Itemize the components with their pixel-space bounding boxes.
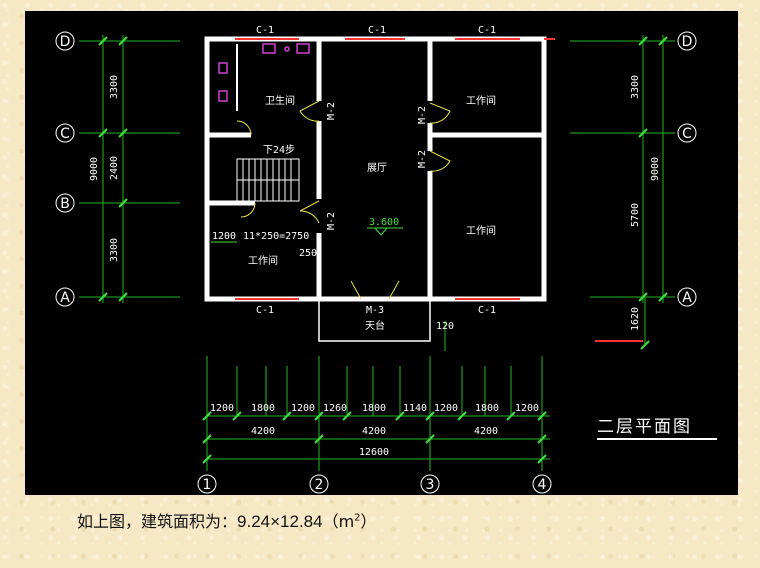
axis-lines	[79, 35, 675, 471]
bottom-dim: 1800	[251, 403, 275, 414]
bottom-dim: 1200	[515, 403, 539, 414]
axis-label-2: 2	[315, 477, 324, 493]
stair-dim-left: 1200	[212, 231, 236, 242]
axis-label-c-left: C	[60, 126, 70, 142]
room-label-hall: 展厅	[367, 162, 387, 174]
axis-label-a-right: A	[682, 290, 692, 306]
bottom-dim-bay: 4200	[251, 426, 275, 437]
right-dim-2: 5700	[630, 203, 641, 227]
doors	[236, 100, 451, 300]
bottom-dim-total: 12600	[359, 447, 389, 458]
bottom-dim: 1260	[323, 403, 347, 414]
caption-unit-close: ）	[360, 512, 377, 531]
room-label-bathroom: 卫生间	[265, 94, 295, 107]
room-label-office-se: 工作间	[466, 224, 496, 237]
axis-label-a-left: A	[60, 290, 70, 306]
axis-label-d-left: D	[60, 34, 71, 50]
room-label-terrace: 天台	[365, 319, 385, 332]
axis-label-d-right: D	[682, 34, 693, 50]
window-label: C-1	[256, 305, 274, 316]
left-dim-1: 3300	[109, 75, 120, 99]
right-dim-total: 9000	[650, 157, 661, 181]
right-dim-extra: 1620	[630, 307, 641, 331]
stair-spec: 11*250=2750	[243, 231, 309, 242]
bottom-dim-bay: 4200	[474, 426, 498, 437]
terrace-rail	[318, 299, 431, 342]
caption-unit-sup: 2	[354, 512, 361, 524]
axis-label-3: 3	[426, 477, 435, 493]
terrace-dim: 120	[436, 321, 454, 332]
stair-note: 下24步	[263, 144, 295, 156]
window-label: C-1	[368, 25, 386, 36]
axis-label-b-left: B	[60, 196, 70, 212]
elevation-marker	[367, 227, 403, 236]
stair-dim-right: 250	[299, 248, 317, 259]
drawing-title: 二层平面图	[597, 417, 692, 437]
bottom-dim: 1200	[291, 403, 315, 414]
bottom-dim: 1200	[210, 403, 234, 414]
floor-plan-drawing: D C B A D C A 1 2 3 4	[25, 11, 738, 495]
caption-value: 9.24×12.84	[237, 512, 323, 531]
bottom-dim: 1200	[434, 403, 458, 414]
axis-bubbles	[55, 31, 697, 494]
right-dim-1: 3300	[630, 75, 641, 99]
axis-label-4: 4	[538, 477, 547, 493]
door-label: M-3	[366, 305, 384, 316]
room-label-office-ne: 工作间	[466, 94, 496, 107]
caption-unit-open: （m	[322, 512, 355, 531]
door-label: M-2	[417, 150, 428, 168]
door-label: M-2	[326, 102, 337, 120]
door-label: M-2	[417, 106, 428, 124]
left-dim-3: 3300	[109, 238, 120, 262]
bottom-dim: 1800	[475, 403, 499, 414]
left-dim-2: 2400	[109, 156, 120, 180]
window-label: C-1	[478, 305, 496, 316]
window-label: C-1	[256, 25, 274, 36]
stairs	[236, 158, 300, 202]
bottom-dim-bay: 4200	[362, 426, 386, 437]
area-caption: 如上图，建筑面积为：9.24×12.84（m2）	[77, 508, 377, 532]
window-label: C-1	[478, 25, 496, 36]
dimension-ticks	[98, 36, 668, 464]
caption-prefix: 如上图，建筑面积为：	[77, 512, 238, 531]
windows	[235, 38, 643, 342]
axis-label-c-right: C	[682, 126, 692, 142]
bottom-dim: 1140	[403, 403, 427, 414]
axis-label-1: 1	[203, 477, 212, 493]
room-label-office-sw: 工作间	[248, 254, 278, 267]
bottom-dim: 1800	[362, 403, 386, 414]
left-dim-total: 9000	[89, 157, 100, 181]
bathroom-fixtures	[218, 43, 310, 102]
elevation-value: 3.600	[369, 217, 399, 228]
door-label: M-2	[326, 212, 337, 230]
